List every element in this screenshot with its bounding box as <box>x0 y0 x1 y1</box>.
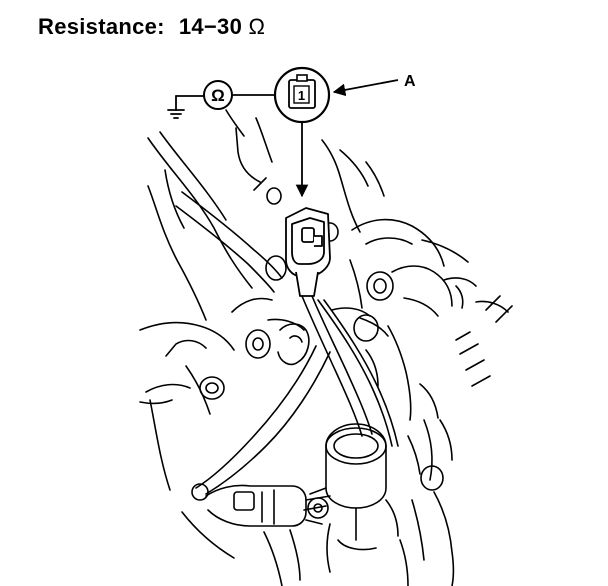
callout-label-a: A <box>404 73 416 90</box>
resistance-unit: Ω <box>248 14 266 39</box>
terminal-number: 1 <box>298 88 305 103</box>
resistance-label: Resistance: <box>38 14 165 39</box>
ground-icon <box>167 95 205 119</box>
wire-harness <box>301 295 399 447</box>
sensor-connector <box>285 207 331 297</box>
callout-leader-a <box>332 79 399 97</box>
ohmmeter-icon: Ω <box>203 80 233 110</box>
resistance-spec: Resistance: 14−30 Ω <box>38 14 265 40</box>
ohmmeter-symbol: Ω <box>211 86 225 105</box>
connector-terminal-icon: 1 <box>273 66 331 124</box>
engine-block-illustration <box>139 109 513 586</box>
meter-circuit: Ω 1 A <box>167 66 416 198</box>
resistance-range: 14−30 <box>178 14 243 39</box>
